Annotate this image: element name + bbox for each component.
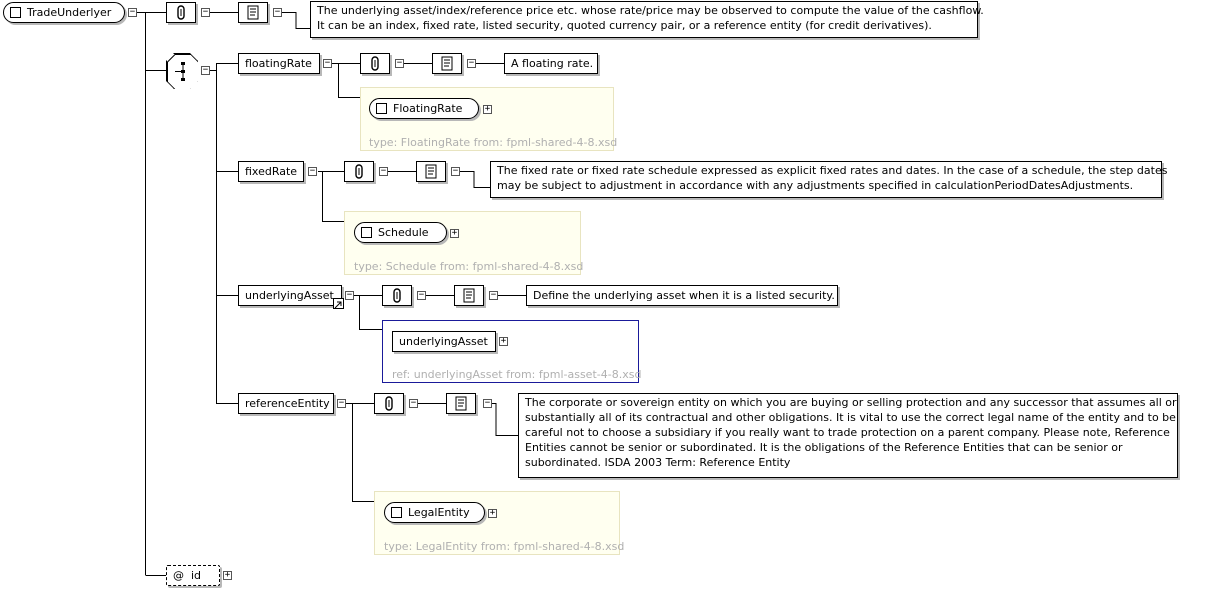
annotation-icon[interactable] [374,393,404,414]
underlyingAsset-documentation: Define the underlying asset when it is a… [526,285,838,306]
doc-line: subordinated. ISDA 2003 Term: Reference … [525,456,791,469]
annotation-icon[interactable] [166,2,196,23]
documentation-icon[interactable] [454,285,484,306]
expand-toggle-Schedule[interactable]: + [450,228,459,238]
root-element-name: TradeUnderlyer [27,6,112,19]
doc-line: careful not to choose a subsidiary if yo… [525,426,1170,439]
type-panel [360,87,614,151]
expand-toggle-LegalEntity[interactable]: + [488,508,497,518]
complex-type-icon [376,103,387,114]
collapse-toggle-documentation[interactable]: − [489,290,498,300]
collapse-toggle-underlyingAsset[interactable]: − [345,290,354,300]
ref-underlyingAsset[interactable]: underlyingAsset [392,331,496,352]
type-panel [374,491,620,555]
expand-toggle-FloatingRate[interactable]: + [483,104,492,114]
attribute-id[interactable]: @ id [166,565,220,586]
ref-name: underlyingAsset [399,335,488,348]
doc-line: The underlying asset/index/reference pri… [317,4,984,17]
documentation-icon[interactable] [416,161,446,182]
collapse-toggle-documentation[interactable]: − [483,398,492,408]
collapse-toggle-fixedRate[interactable]: − [308,166,317,176]
type-info: type: Schedule from: fpml-shared-4-8.xsd [354,260,584,273]
attribute-icon: @ [173,569,184,582]
collapse-toggle-documentation[interactable]: − [273,7,282,17]
element-name: referenceEntity [245,397,330,410]
doc-line: The fixed rate or fixed rate schedule ex… [497,164,1168,177]
annotation-icon[interactable] [344,161,374,182]
root-documentation: The underlying asset/index/reference pri… [310,1,984,38]
collapse-toggle-annotation[interactable]: − [379,166,388,176]
referenceEntity-documentation: The corporate or sovereign entity on whi… [518,393,1178,478]
complex-type-icon [10,7,21,18]
documentation-icon[interactable] [446,393,476,414]
collapse-toggle-root[interactable]: − [128,7,137,17]
annotation-icon[interactable] [382,285,412,306]
doc-line: substantially all of its contractual and… [525,411,1176,424]
complex-type-icon [361,227,372,238]
fixedRate-documentation: The fixed rate or fixed rate schedule ex… [490,161,1168,198]
element-floatingRate[interactable]: floatingRate [238,53,320,74]
collapse-toggle-floatingRate[interactable]: − [323,58,332,68]
type-name: LegalEntity [408,506,470,519]
collapse-toggle-annotation[interactable]: − [201,7,210,17]
type-info: type: FloatingRate from: fpml-shared-4-8… [369,136,618,149]
type-FloatingRate[interactable]: FloatingRate [369,98,479,119]
element-underlyingAsset[interactable]: underlyingAsset [238,285,342,306]
type-LegalEntity[interactable]: LegalEntity [384,502,485,523]
doc-line: may be subject to adjustment in accordan… [497,179,1134,192]
element-fixedRate[interactable]: fixedRate [238,161,304,182]
collapse-toggle-annotation[interactable]: − [395,58,404,68]
element-name: underlyingAsset [245,289,334,302]
sequence-compositor-icon[interactable] [166,53,198,89]
doc-line: Entities cannot be senior or subordinate… [525,441,1123,454]
documentation-icon[interactable] [432,53,462,74]
type-name: Schedule [378,226,429,239]
element-name: fixedRate [245,165,298,178]
element-referenceEntity[interactable]: referenceEntity [238,393,334,414]
doc-line: The corporate or sovereign entity on whi… [525,396,1177,409]
documentation-icon[interactable] [238,2,268,23]
doc-text: Define the underlying asset when it is a… [533,289,835,302]
type-panel [344,211,581,275]
collapse-toggle-referenceEntity[interactable]: − [337,398,346,408]
type-Schedule[interactable]: Schedule [354,222,447,243]
attribute-name: id [191,569,202,582]
collapse-toggle-sequence[interactable]: − [201,65,210,75]
element-name: floatingRate [245,57,312,70]
collapse-toggle-documentation[interactable]: − [467,58,476,68]
expand-toggle-id[interactable]: + [223,570,232,580]
doc-text: A floating rate. [511,57,594,70]
root-element[interactable]: TradeUnderlyer [3,2,125,23]
expand-toggle-underlyingAsset-ref[interactable]: + [499,336,508,346]
doc-line: It can be an index, fixed rate, listed s… [317,19,932,32]
type-info: type: LegalEntity from: fpml-shared-4-8.… [384,540,625,553]
reference-arrow-icon [333,298,344,309]
collapse-toggle-annotation[interactable]: − [417,290,426,300]
collapse-toggle-documentation[interactable]: − [451,166,460,176]
complex-type-icon [391,507,402,518]
floatingRate-documentation: A floating rate. [504,53,598,74]
collapse-toggle-annotation[interactable]: − [409,398,418,408]
ref-info: ref: underlyingAsset from: fpml-asset-4-… [392,368,642,381]
type-name: FloatingRate [393,102,463,115]
annotation-icon[interactable] [360,53,390,74]
